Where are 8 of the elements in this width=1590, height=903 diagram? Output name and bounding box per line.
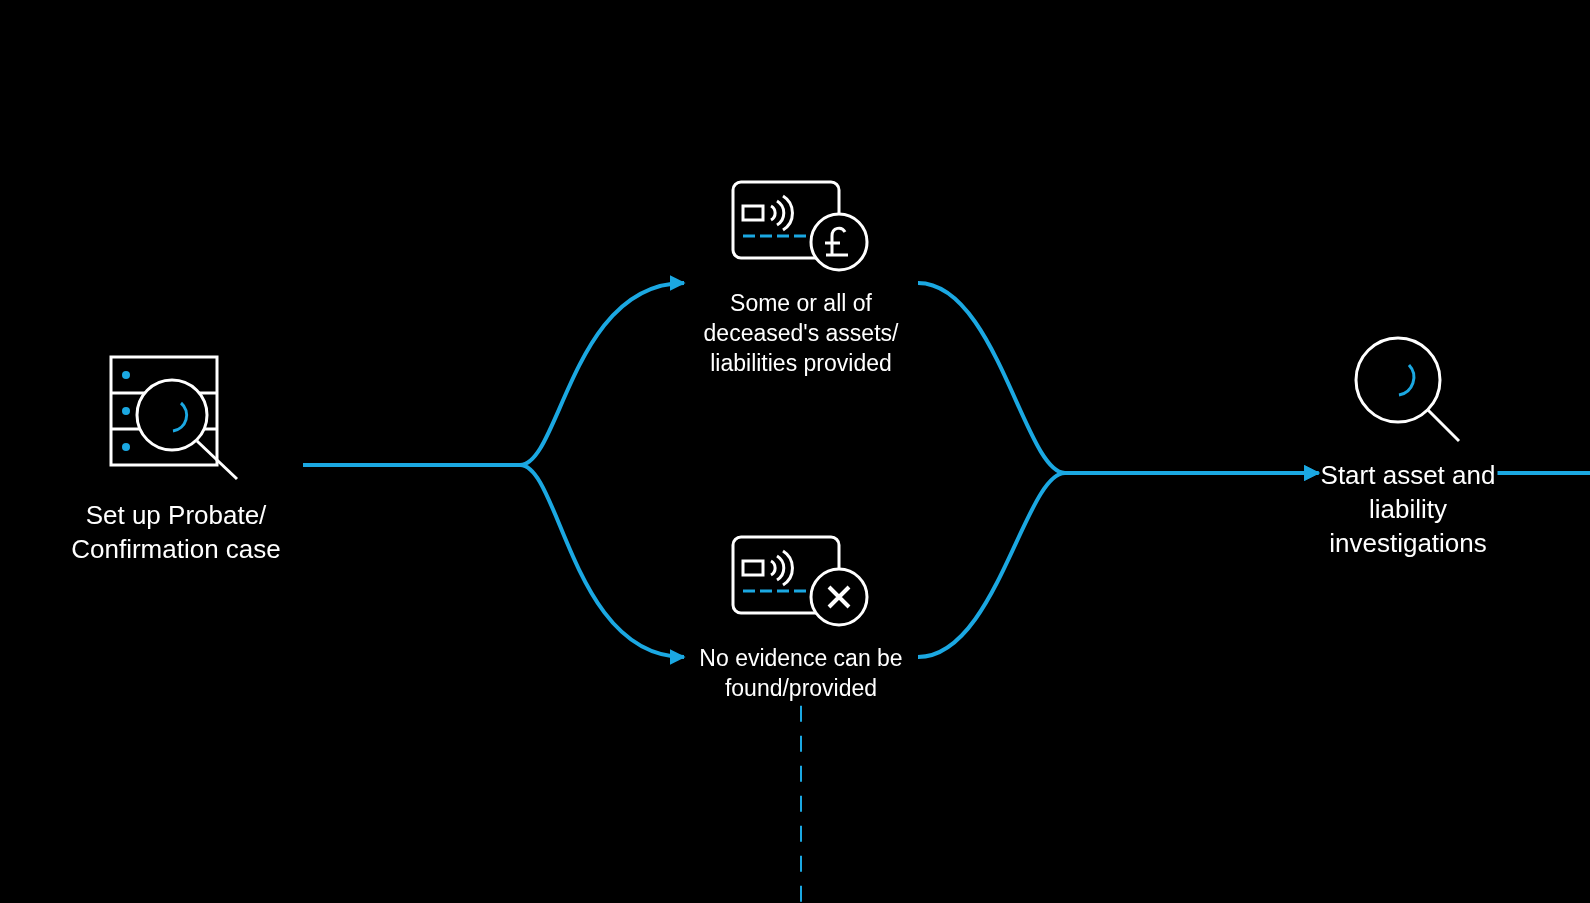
- node-label: Some or all of deceased's assets/ liabilities provided: [702, 289, 900, 378]
- arrow: [917, 465, 1321, 659]
- node-label: Start asset and liability investigations: [1320, 459, 1496, 560]
- arrow: [303, 463, 686, 663]
- dashed-line: [800, 704, 802, 903]
- connector-line: [1497, 471, 1590, 475]
- node-label: No evidence can be found/provided: [698, 644, 904, 703]
- node-label: Set up Probate/ Confirmation case: [70, 499, 282, 566]
